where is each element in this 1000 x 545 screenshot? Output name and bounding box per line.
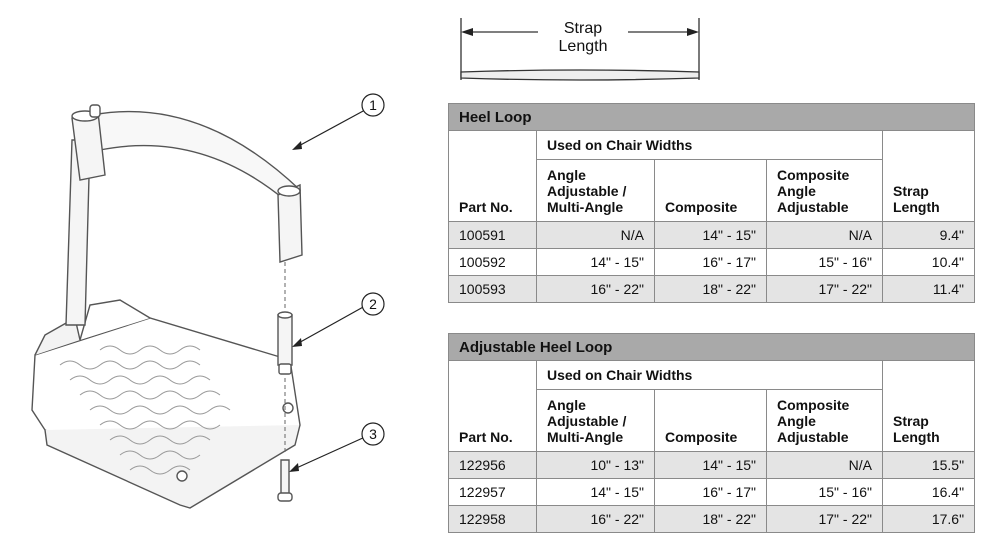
callout-label-1: 1 [369,97,377,113]
strap-outline [460,69,700,81]
table-title: Heel Loop [448,103,975,131]
heel-loop-table: Heel Loop Part No. Used on Chair Widths … [448,103,975,303]
strap-length-label-line1: Strap [538,19,628,38]
adjustable-heel-loop-table: Adjustable Heel Loop Part No. Used on Ch… [447,333,976,533]
heel-loop-strap [91,110,302,201]
screw [280,459,290,496]
footplate-heel-loop-illustration: 1 2 3 [31,93,385,509]
chair-widths-header: Used on Chair Widths [536,130,883,160]
table-title: Adjustable Heel Loop [447,333,976,361]
part-no-header: Part No. [448,360,537,452]
chair-widths-header: Used on Chair Widths [536,360,883,390]
callout-3 [361,422,385,446]
pin [277,314,293,366]
callout-label-3: 3 [369,426,377,442]
callout-label-2: 2 [369,296,377,312]
composite-header: Composite [654,389,767,452]
strap-length-label-line2: Length [538,37,628,56]
strap-length-diagram [460,18,700,81]
callout-1 [361,93,385,117]
part-no-header: Part No. [448,130,537,222]
composite-header: Composite [654,159,767,222]
callout-2 [361,292,385,316]
